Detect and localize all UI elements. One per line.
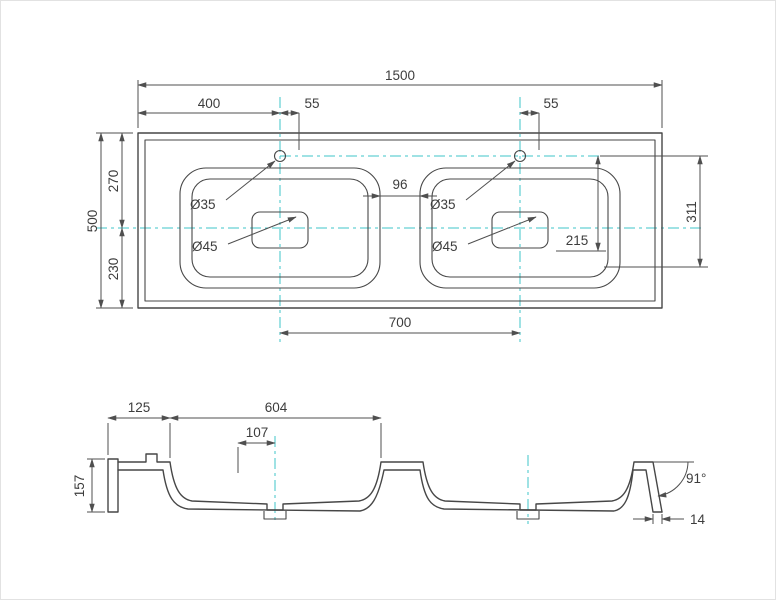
dim-section-height: 157 bbox=[72, 458, 105, 513]
label-right-drain-dia: Ø45 bbox=[432, 239, 458, 254]
right-drain-trap bbox=[516, 511, 540, 520]
label-left-faucet-dia: Ø35 bbox=[190, 197, 216, 212]
label-left-drain-dia: Ø45 bbox=[192, 239, 218, 254]
dim-faucet-to-drain: 215 bbox=[556, 155, 606, 252]
dim-overall-depth: 500 bbox=[85, 132, 133, 309]
dim-label-1500: 1500 bbox=[385, 68, 415, 83]
dim-label-55-left: 55 bbox=[304, 96, 319, 111]
top-surface-profile bbox=[117, 453, 663, 513]
dim-drain-offset: 107 bbox=[237, 425, 276, 473]
left-faucet-hole bbox=[273, 149, 287, 163]
extension-lines bbox=[107, 423, 171, 458]
dim-label-311: 311 bbox=[684, 201, 699, 223]
left-end-leg bbox=[107, 458, 119, 513]
dim-label-700: 700 bbox=[389, 315, 412, 330]
dim-faucet-offset-left: 55 bbox=[279, 96, 320, 150]
angle-arc bbox=[657, 461, 689, 498]
dim-label-96: 96 bbox=[392, 177, 407, 192]
dim-label-91deg: 91° bbox=[686, 471, 706, 486]
callout-left-drain: Ø45 bbox=[192, 216, 297, 254]
callout-left-faucet: Ø35 bbox=[190, 160, 276, 212]
right-basin bbox=[419, 167, 621, 289]
right-basin-outer-rim bbox=[419, 167, 621, 289]
leader-line bbox=[467, 216, 537, 245]
extension-lines bbox=[600, 155, 708, 268]
callout-right-faucet: Ø35 bbox=[430, 160, 516, 212]
right-basin-inner-rim bbox=[431, 178, 609, 278]
dim-edge-to-basin: 125 bbox=[107, 400, 171, 458]
dim-label-157: 157 bbox=[72, 475, 87, 498]
extension-lines bbox=[137, 80, 663, 128]
dim-label-400: 400 bbox=[198, 96, 221, 111]
right-faucet-hole bbox=[513, 149, 527, 163]
dim-label-270: 270 bbox=[106, 170, 121, 193]
dim-basin-width: 604 bbox=[169, 400, 382, 458]
dim-basin-spacing: 700 bbox=[279, 315, 521, 336]
dim-label-230: 230 bbox=[106, 258, 121, 281]
dim-centerline-to-front: 230 bbox=[106, 227, 125, 309]
countertop-outer-edge bbox=[137, 132, 663, 309]
dim-basin-gap: 96 bbox=[363, 177, 437, 199]
dim-faucet-to-front: 311 bbox=[600, 155, 708, 268]
dim-label-14: 14 bbox=[690, 512, 706, 527]
dim-label-500: 500 bbox=[85, 210, 100, 233]
left-drain-trap bbox=[263, 511, 287, 520]
dim-edge-angle: 91° bbox=[653, 461, 706, 498]
label-right-faucet-dia: Ø35 bbox=[430, 197, 456, 212]
dim-back-to-centerline: 270 bbox=[106, 132, 125, 229]
left-basin-outer-rim bbox=[179, 167, 381, 289]
left-basin bbox=[179, 167, 381, 289]
section-view: 125 604 107 157 91° bbox=[72, 400, 706, 527]
dim-edge-offset: 14 bbox=[633, 512, 706, 527]
leader-line bbox=[227, 216, 297, 245]
dim-label-604: 604 bbox=[265, 400, 288, 415]
dim-label-215: 215 bbox=[566, 233, 589, 248]
plan-view: 1500 400 55 55 500 270 bbox=[85, 68, 708, 342]
section-profile bbox=[107, 453, 663, 520]
left-basin-inner-rim bbox=[191, 178, 369, 278]
dim-faucet-offset-right: 55 bbox=[519, 96, 559, 150]
dim-label-125: 125 bbox=[128, 400, 151, 415]
dim-left-to-center: 400 bbox=[137, 96, 281, 116]
countertop-inner-edge bbox=[144, 139, 656, 302]
right-drain bbox=[491, 211, 549, 249]
callout-right-drain: Ø45 bbox=[432, 216, 537, 254]
leader-line bbox=[465, 160, 516, 201]
dim-label-55-right: 55 bbox=[543, 96, 558, 111]
left-drain bbox=[251, 211, 309, 249]
leader-line bbox=[225, 160, 276, 201]
dim-label-107: 107 bbox=[246, 425, 269, 440]
dim-overall-width: 1500 bbox=[137, 68, 663, 128]
under-surface-profile bbox=[117, 469, 663, 513]
